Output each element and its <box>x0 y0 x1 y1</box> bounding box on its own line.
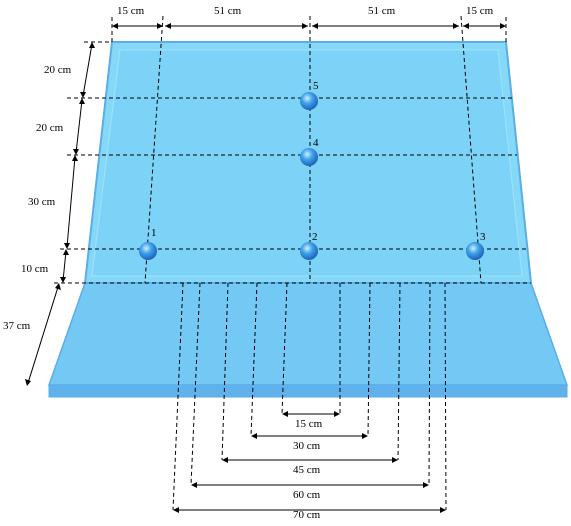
point-marker-1 <box>139 242 157 260</box>
point-label-1: 1 <box>151 227 157 239</box>
bottom-dim-3: 45 cm <box>293 464 321 476</box>
point-marker-4 <box>300 148 318 166</box>
bottom-dim-2: 30 cm <box>293 440 321 452</box>
side-dimension-arrows <box>27 43 93 384</box>
side-dim-5: 37 cm <box>3 320 31 332</box>
bottom-arrowheads <box>173 411 446 513</box>
point-marker-5 <box>300 92 318 110</box>
point-label-4: 4 <box>313 137 319 149</box>
point-label-2: 2 <box>312 231 318 243</box>
measurement-points <box>139 92 484 260</box>
top-dim-3: 51 cm <box>368 5 396 17</box>
base-slab <box>47 282 569 386</box>
bottom-dim-1: 15 cm <box>295 418 323 430</box>
side-dim-1: 20 cm <box>44 64 72 76</box>
top-arrowheads <box>112 23 506 29</box>
point-label-5: 5 <box>313 80 319 92</box>
top-dim-1: 15 cm <box>117 5 145 17</box>
side-dim-2: 20 cm <box>36 122 64 134</box>
top-dim-4: 15 cm <box>466 5 494 17</box>
bottom-dimension-arrows <box>176 413 443 511</box>
side-arrowheads <box>25 42 95 386</box>
top-dim-2: 51 cm <box>214 5 242 17</box>
point-marker-2 <box>300 242 318 260</box>
side-dim-3: 30 cm <box>28 196 56 208</box>
bottom-dim-5: 70 cm <box>293 509 321 521</box>
point-marker-3 <box>466 242 484 260</box>
base-slab-front <box>48 384 568 398</box>
bottom-dim-4: 60 cm <box>293 489 321 501</box>
point-label-3: 3 <box>480 231 486 243</box>
channel-lines <box>172 282 447 511</box>
side-dim-4: 10 cm <box>21 263 49 275</box>
